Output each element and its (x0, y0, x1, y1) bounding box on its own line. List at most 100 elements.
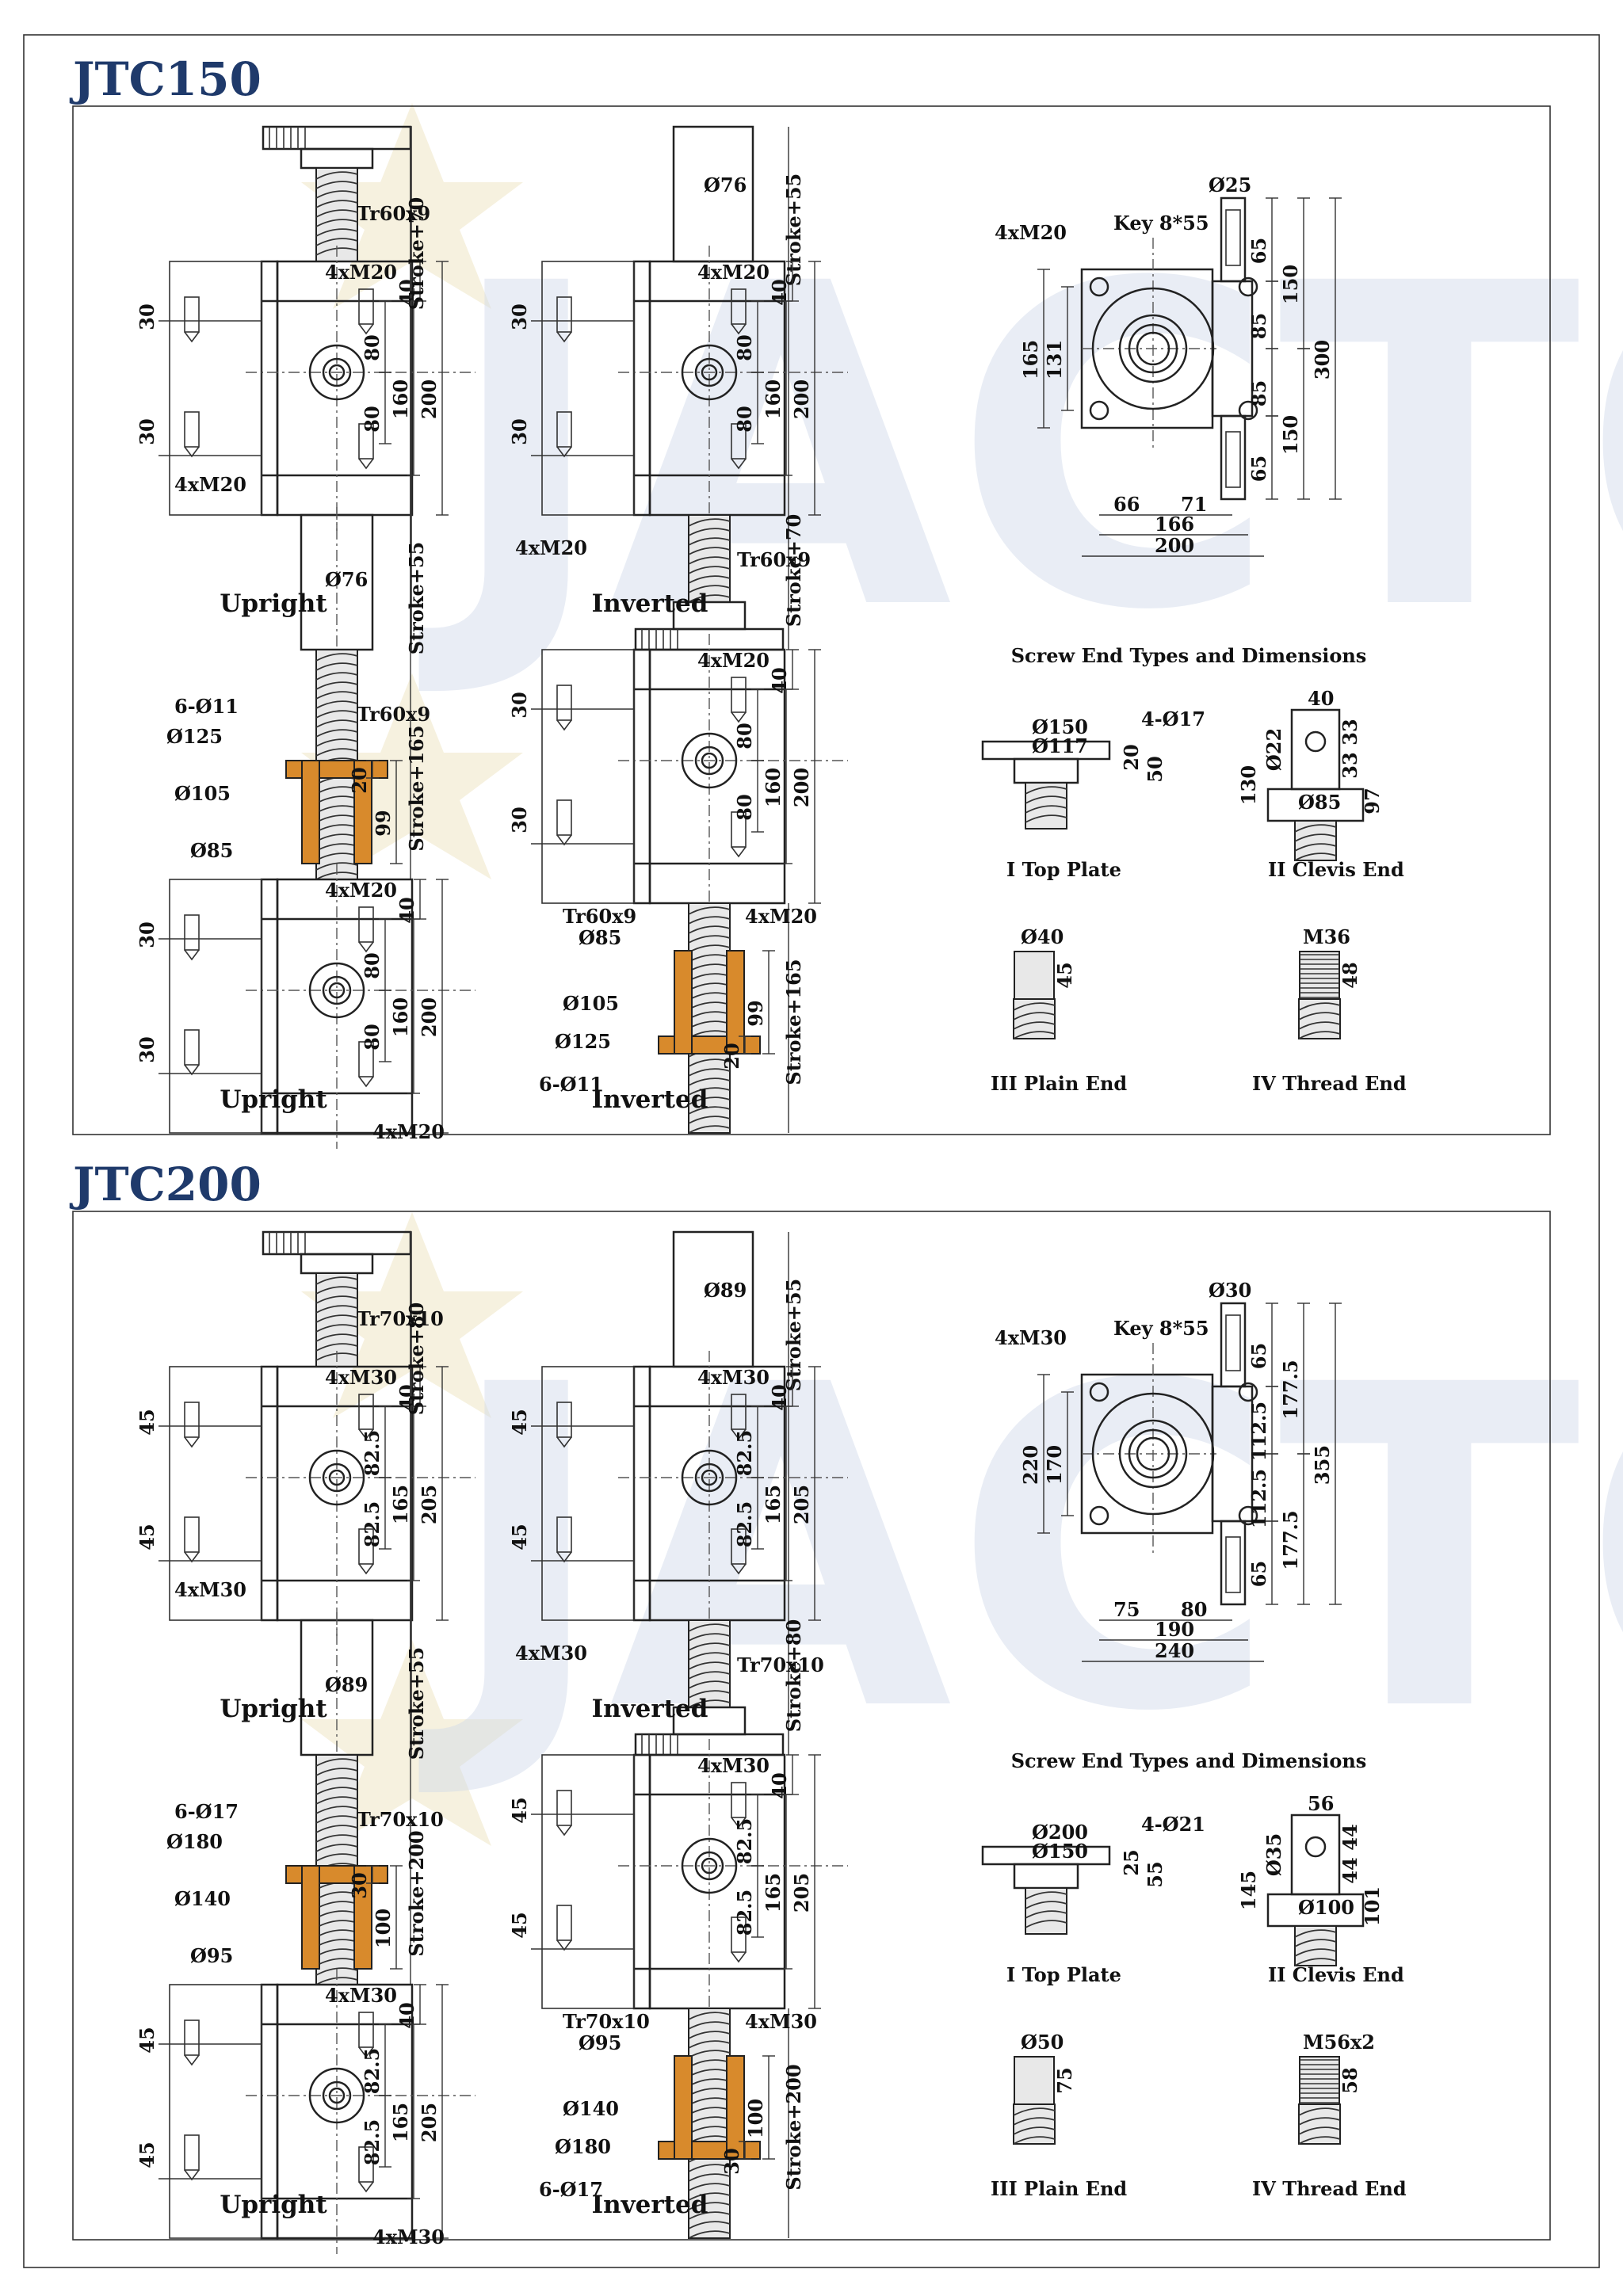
screw-thread (1298, 1021, 1341, 1030)
screw-thread (315, 219, 358, 227)
bolt-label: 4xM30 (745, 2010, 817, 2033)
upright-nut-view: Stroke+2006-Ø17Ø180Tr70x10Ø140Ø953010040… (136, 1754, 475, 2254)
screw-thread (688, 2202, 731, 2210)
dimension-label: 190 (1155, 1618, 1194, 1641)
diameter-label: Ø76 (325, 568, 368, 591)
dimension-label: 30 (348, 1872, 371, 1898)
bolt-label: 4xM20 (515, 536, 587, 559)
diameter-label: Ø89 (704, 1279, 747, 1302)
dimension-label: 25 (1120, 1849, 1143, 1875)
bolt-label: 4xM20 (697, 649, 769, 672)
diameter-label: Ø125 (166, 725, 223, 748)
dimension-label: 166 (1155, 513, 1194, 536)
screw-thread (1294, 852, 1337, 861)
housing-side (260, 260, 279, 517)
screw-thread (315, 691, 358, 700)
dimension-label: 45 (136, 1409, 158, 1435)
screw-thread (315, 729, 358, 738)
screw-thread (688, 1661, 731, 1670)
screw-thread (688, 1633, 731, 1642)
dimension-label: 80 (733, 334, 756, 360)
dimension-label: 30 (508, 303, 531, 330)
dimension-label: 99 (372, 810, 395, 836)
bolt-tip (556, 1551, 572, 1563)
nut-body-right (726, 950, 745, 1055)
bolt-hole (184, 1029, 200, 1066)
view-caption: Inverted (592, 1695, 708, 1723)
screw-thread (315, 719, 358, 728)
housing-flange (169, 261, 262, 516)
dimension-label: 82.5 (733, 1818, 756, 1864)
dimension-label: 30 (508, 418, 531, 444)
screw-thread (315, 1305, 358, 1314)
worm-boss (681, 344, 738, 401)
screw-thread (688, 2211, 731, 2220)
dimension-label: 85 (1247, 313, 1270, 339)
screw-thread (315, 200, 358, 208)
screw-thread (688, 2040, 731, 2049)
bolt-hole (358, 1528, 374, 1565)
worm-shaft (701, 364, 718, 381)
bolt-hole (358, 2012, 374, 2048)
bolt-label: 4xM20 (995, 221, 1067, 244)
screw-thread (688, 1058, 731, 1067)
screw-end-heading: Screw End Types and Dimensions (1011, 644, 1367, 667)
dimension-label: 200 (1155, 534, 1194, 557)
screw-thread (1298, 2136, 1341, 2145)
dimension-label: 82.5 (361, 1430, 384, 1476)
upright-nut-view: Stroke+1656-Ø11Ø125Tr60x9Ø105Ø8520994080… (136, 649, 475, 1149)
dimension-label: 80 (733, 794, 756, 820)
diameter-label: Ø180 (555, 2135, 611, 2158)
bolt-tip (556, 1825, 572, 1836)
screw-thread (688, 528, 731, 536)
dimension-label: 205 (790, 1485, 813, 1524)
dimension-label: 130 (1237, 765, 1260, 805)
screw-thread (1298, 2126, 1341, 2135)
worm-bore (322, 2081, 352, 2111)
holes-label: 6-Ø11 (539, 1073, 603, 1096)
housing-flange (169, 879, 262, 1134)
screw-thread (1025, 786, 1067, 795)
dimension-label: 45 (1053, 962, 1076, 988)
bolt-hole (556, 1402, 572, 1438)
screw-thread (315, 1286, 358, 1295)
dimension-label: 165 (389, 1485, 412, 1524)
end-type-label: I Top Plate (1006, 858, 1121, 881)
worm-shaft (1220, 1520, 1247, 1606)
worm-shaft (328, 982, 346, 999)
worm-boss (681, 732, 738, 789)
watermark-text: JACTON (416, 1292, 1623, 1809)
bolt-tip (556, 1939, 572, 1951)
screw-thread (688, 1642, 731, 1651)
screw-thread (1013, 2136, 1056, 2145)
screw-thread (688, 1690, 731, 1699)
model-title: JTC150 (69, 52, 262, 106)
dimension-label: 165 (389, 2103, 412, 2142)
bolt-label: 4xM20 (325, 261, 397, 284)
dimension-label: 20 (348, 767, 371, 793)
screw-thread (688, 2192, 731, 2201)
plate-hub (1013, 757, 1079, 784)
dimension-label: 160 (762, 768, 785, 807)
worm-shaft (1220, 1302, 1247, 1388)
diameter-label: Ø85 (579, 926, 621, 949)
bolt-tip (731, 1951, 747, 1963)
dimension-label: 20 (1120, 744, 1143, 770)
key-label: Key 8*55 (1113, 1317, 1209, 1340)
diameter-label: Ø95 (190, 1944, 233, 1967)
bolt-tip (184, 446, 200, 458)
bolt-label: 4xM30 (325, 1366, 397, 1389)
bolt-tip (556, 446, 572, 458)
screw-thread (688, 585, 731, 593)
worm-bore (694, 1851, 724, 1881)
dimension-label: 65 (1247, 456, 1270, 482)
end-type-label: IV Thread End (1252, 2177, 1407, 2200)
screw-thread (688, 537, 731, 546)
stroke-label: Stroke+55 (405, 1647, 428, 1760)
bolt-hole (184, 2134, 200, 2171)
worm-shaft (328, 2087, 346, 2104)
stroke-label: Stroke+200 (782, 2064, 805, 2190)
stroke-label: Stroke+80 (782, 1619, 805, 1732)
screw-thread (1294, 1948, 1337, 1957)
